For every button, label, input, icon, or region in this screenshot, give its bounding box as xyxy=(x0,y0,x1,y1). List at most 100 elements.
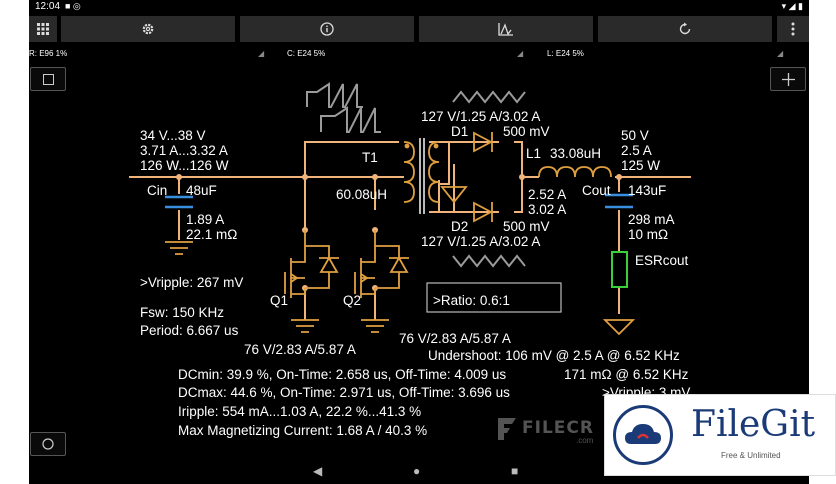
info-button[interactable] xyxy=(240,16,414,42)
diode-d2[interactable] xyxy=(473,201,493,223)
diode-d1[interactable] xyxy=(473,131,493,153)
q1-label: Q1 xyxy=(270,293,289,308)
filegit-logo xyxy=(613,405,673,465)
input-power: 126 W...126 W xyxy=(140,158,229,173)
inductor-l1[interactable] xyxy=(538,166,612,178)
waveform-icon xyxy=(498,23,513,36)
inductor-series[interactable]: L: E24 5% xyxy=(547,49,584,58)
wires xyxy=(129,141,691,320)
q1-rating: 76 V/2.83 A/5.87 A xyxy=(244,342,356,357)
l1-current-min: 2.52 A xyxy=(528,187,567,202)
q2-rating: 76 V/2.83 A/5.87 A xyxy=(399,331,511,346)
plus-icon xyxy=(781,72,795,86)
app-screen: 12:04 ■ ◎ ▾ ◢ ▮ R: E96 1% ◢ C: E24 5% ◢ … xyxy=(29,0,809,484)
output-capacitor[interactable] xyxy=(605,193,633,209)
grid-icon xyxy=(37,23,49,35)
select-toggle-button[interactable] xyxy=(30,67,66,91)
mosfet-q1[interactable] xyxy=(284,230,339,298)
q2-label: Q2 xyxy=(343,293,362,308)
switch-waveforms xyxy=(306,82,526,268)
output-power: 125 W xyxy=(621,158,661,173)
transformer-inductance[interactable]: 60.08uH xyxy=(336,187,388,202)
filegit-name: FileGit xyxy=(691,404,816,445)
recents-icon[interactable]: ■ xyxy=(511,464,519,478)
cout-label: Cout xyxy=(582,183,611,198)
cloud-icon xyxy=(625,424,661,444)
back-icon[interactable]: ◀ xyxy=(313,464,323,478)
refresh-icon xyxy=(679,22,691,35)
signal-battery-icons: ▾ ◢ ▮ xyxy=(781,1,803,11)
cin-label: Cin xyxy=(147,183,168,198)
dcmin-summary: DCmin: 39.9 %, On-Time: 2.658 us, Off-Ti… xyxy=(178,367,507,382)
switching-period: Period: 6.667 us xyxy=(140,323,239,338)
status-bar: 12:04 ■ ◎ ▾ ◢ ▮ xyxy=(29,0,809,15)
navigation-bar: ◀ ● ■ xyxy=(29,458,809,484)
ground-icon xyxy=(291,319,389,333)
d1-drop: 500 mV xyxy=(503,124,550,139)
cin-esr: 22.1 mΩ xyxy=(186,227,238,242)
d1-rating: 127 V/1.25 A/3.02 A xyxy=(421,109,541,124)
status-time: 12:04 xyxy=(35,1,61,12)
filegit-overlay: FileGit Free & Unlimited xyxy=(604,394,836,476)
dropdown-arrow-icon: ◢ xyxy=(517,49,524,58)
toolbar xyxy=(29,16,809,42)
output-impedance: 171 mΩ @ 6.52 KHz xyxy=(564,367,689,382)
schematic-canvas[interactable] xyxy=(29,62,809,458)
settings-button[interactable] xyxy=(61,16,235,42)
zoom-in-button[interactable] xyxy=(770,67,806,91)
cout-value[interactable]: 143uF xyxy=(628,183,667,198)
output-current[interactable]: 2.5 A xyxy=(621,143,652,158)
esr-resistor[interactable] xyxy=(611,251,628,288)
more-vertical-icon xyxy=(791,22,795,36)
watermark: FILECR .com xyxy=(496,414,606,448)
d2-rating: 127 V/1.25 A/3.02 A xyxy=(421,234,541,249)
l1-current-max: 3.02 A xyxy=(528,202,567,217)
ratio-box[interactable] xyxy=(426,282,562,313)
grid-menu-button[interactable] xyxy=(29,16,57,42)
cout-esr: 10 mΩ xyxy=(628,227,669,242)
d2-label: D2 xyxy=(451,219,469,234)
input-ground-icon xyxy=(165,241,193,255)
transformer-ratio[interactable]: >Ratio: 0.6:1 xyxy=(433,293,510,308)
filegit-tagline: Free & Unlimited xyxy=(721,451,781,460)
switching-frequency[interactable]: Fsw: 150 KHz xyxy=(140,305,225,320)
mosfet-q2[interactable] xyxy=(354,230,409,298)
cin-value[interactable]: 48uF xyxy=(186,183,217,198)
watermark-text: FILECR xyxy=(522,418,594,438)
capacitor-series[interactable]: C: E24 5% xyxy=(287,49,326,58)
circle-toggle-button[interactable] xyxy=(30,432,66,456)
cout-current: 298 mA xyxy=(628,212,675,227)
input-vripple: >Vripple: 267 mV xyxy=(140,275,244,290)
dcmax-summary: DCmax: 44.6 %, On-Time: 2.971 us, Off-Ti… xyxy=(178,385,510,400)
watermark-sub: .com xyxy=(576,436,594,445)
input-capacitor[interactable] xyxy=(165,195,193,209)
info-icon xyxy=(320,22,334,36)
l1-label: L1 xyxy=(526,146,542,161)
output-voltage[interactable]: 50 V xyxy=(621,128,649,143)
transformer-tap-ground-icon xyxy=(440,186,468,204)
reset-button[interactable] xyxy=(598,16,772,42)
esr-label: ESRcout xyxy=(635,253,689,268)
waveform-button[interactable] xyxy=(419,16,593,42)
square-icon xyxy=(42,73,54,85)
magnetizing-summary: Max Magnetizing Current: 1.68 A / 40.3 % xyxy=(178,423,428,438)
circle-icon xyxy=(42,438,54,450)
d1-label: D1 xyxy=(451,124,469,139)
home-icon[interactable]: ● xyxy=(413,464,421,478)
input-voltage: 34 V...38 V xyxy=(140,128,206,143)
gear-icon xyxy=(142,23,154,35)
cin-current: 1.89 A xyxy=(186,212,225,227)
notification-icons: ■ ◎ xyxy=(65,1,81,11)
tolerance-bar: R: E96 1% ◢ C: E24 5% ◢ L: E24 5% ◢ xyxy=(29,46,809,62)
output-ground-icon xyxy=(602,319,636,336)
resistor-series[interactable]: R: E96 1% xyxy=(29,49,68,58)
transformer-t1[interactable] xyxy=(403,138,440,214)
dropdown-arrow-icon: ◢ xyxy=(258,49,265,58)
iripple-summary: Iripple: 554 mA...1.03 A, 22.2 %...41.3 … xyxy=(178,404,422,419)
watermark-logo-icon xyxy=(498,418,516,440)
overflow-menu-button[interactable] xyxy=(777,16,809,42)
undershoot: Undershoot: 106 mV @ 2.5 A @ 6.52 KHz xyxy=(428,348,680,363)
l1-value[interactable]: 33.08uH xyxy=(550,146,602,161)
input-current: 3.71 A...3.32 A xyxy=(140,143,228,158)
d2-drop: 500 mV xyxy=(503,219,550,234)
